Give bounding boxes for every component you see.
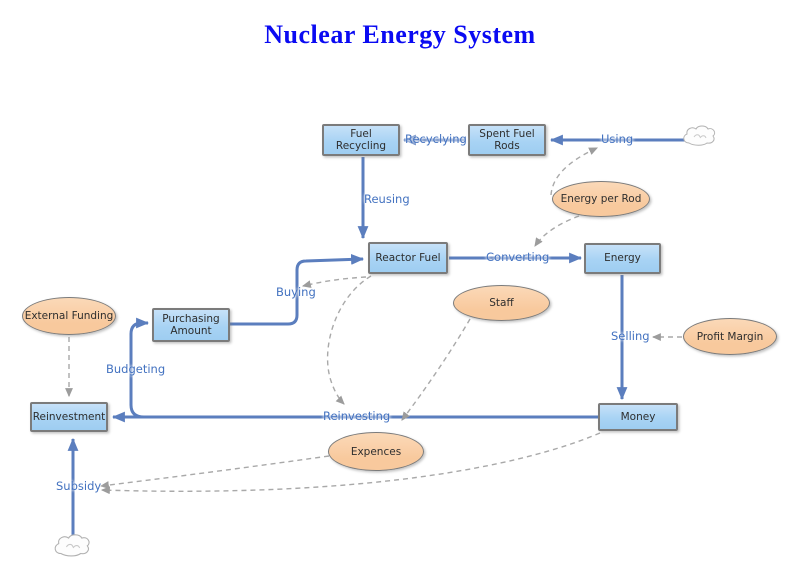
node-label: Energy xyxy=(604,252,641,265)
diagram-title: Nuclear Energy System xyxy=(264,20,536,49)
influence-staff-expences xyxy=(401,318,471,421)
influence-reactor-fuel-reinvesting xyxy=(326,275,372,405)
node-label: Reactor Fuel xyxy=(375,251,441,264)
flow-label-subsidy[interactable]: Subsidy xyxy=(56,479,102,493)
node-label: Profit Margin xyxy=(696,330,764,343)
node-label: Expences xyxy=(350,445,402,458)
edge-budgeting xyxy=(129,317,150,419)
node-label: Fuel Recycling xyxy=(335,127,387,153)
flow-label-using[interactable]: Using xyxy=(601,132,634,146)
edge-buying xyxy=(230,254,365,326)
influence-energy-per-rod-converting xyxy=(534,215,580,247)
node-label: Staff xyxy=(489,297,514,309)
node-energy-per-rod[interactable]: Energy per Rod xyxy=(552,181,650,217)
cloud-source-using-icon[interactable] xyxy=(683,125,716,146)
node-external-funding[interactable]: External Funding xyxy=(22,297,116,335)
influence-expences-subsidy xyxy=(99,455,330,489)
node-spent-fuel-rods[interactable]: Spent Fuel Rods xyxy=(468,124,546,156)
node-label: Money xyxy=(620,410,656,423)
flow-label-reinvesting[interactable]: Reinvesting xyxy=(323,409,391,423)
node-staff[interactable]: Staff xyxy=(453,285,550,321)
flow-label-reusing[interactable]: Reusing xyxy=(364,192,410,206)
node-expences[interactable]: Expences xyxy=(328,432,424,471)
flow-label-selling[interactable]: Selling xyxy=(611,329,650,343)
node-purchasing-amount[interactable]: Purchasing Amount xyxy=(152,308,230,342)
cloud-source-subsidy-icon[interactable] xyxy=(54,534,90,557)
flow-label-budgeting[interactable]: Budgeting xyxy=(106,362,166,376)
influence-money-subsidy xyxy=(100,432,601,495)
influence-energy-per-rod-using xyxy=(550,147,599,196)
node-label: Spent Fuel Rods xyxy=(479,127,535,153)
flow-label-buying[interactable]: Buying xyxy=(276,285,316,299)
node-money[interactable]: Money xyxy=(598,403,678,431)
flow-label-recyclying[interactable]: Recyclying xyxy=(405,132,467,146)
node-label: Purchasing Amount xyxy=(162,312,220,338)
node-reinvestment[interactable]: Reinvestment xyxy=(30,402,108,432)
node-label: Energy per Rod xyxy=(560,193,642,205)
node-label: External Funding xyxy=(24,310,114,322)
node-fuel-recycling[interactable]: Fuel Recycling xyxy=(322,124,400,156)
node-reactor-fuel[interactable]: Reactor Fuel xyxy=(368,242,448,274)
flow-label-converting[interactable]: Converting xyxy=(486,250,550,264)
node-energy[interactable]: Energy xyxy=(584,243,661,274)
node-profit-margin[interactable]: Profit Margin xyxy=(683,318,777,355)
influence-reactor-fuel-buying xyxy=(301,276,367,288)
node-label: Reinvestment xyxy=(32,410,106,423)
